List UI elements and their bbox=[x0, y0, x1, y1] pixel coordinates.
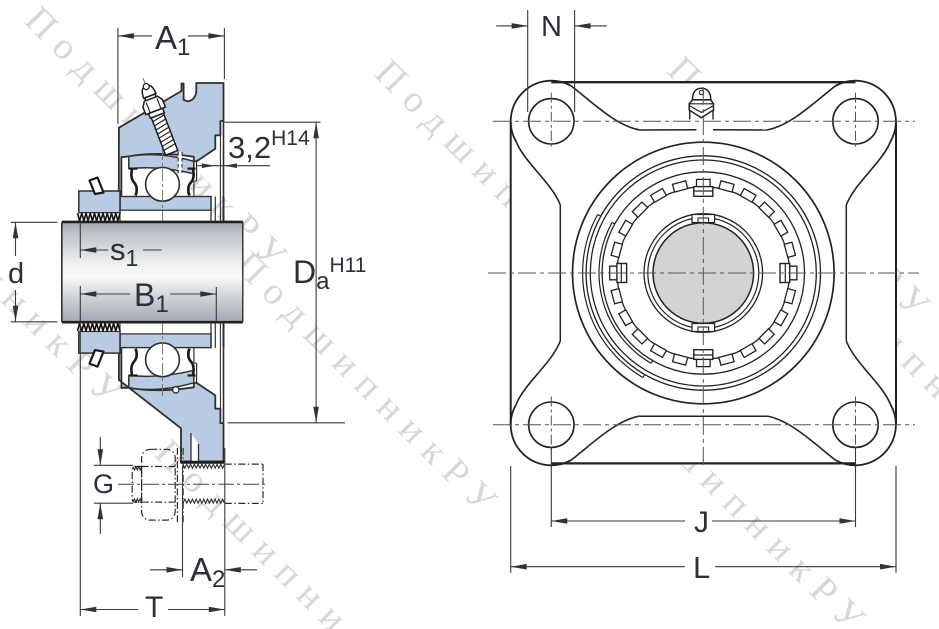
svg-text:d: d bbox=[8, 258, 24, 290]
svg-text:N: N bbox=[541, 11, 562, 43]
svg-text:J: J bbox=[694, 506, 709, 539]
svg-text:DaH11: DaH11 bbox=[293, 254, 366, 295]
svg-text:T: T bbox=[145, 591, 163, 624]
svg-text:L: L bbox=[693, 550, 710, 585]
svg-text:G: G bbox=[93, 469, 114, 499]
